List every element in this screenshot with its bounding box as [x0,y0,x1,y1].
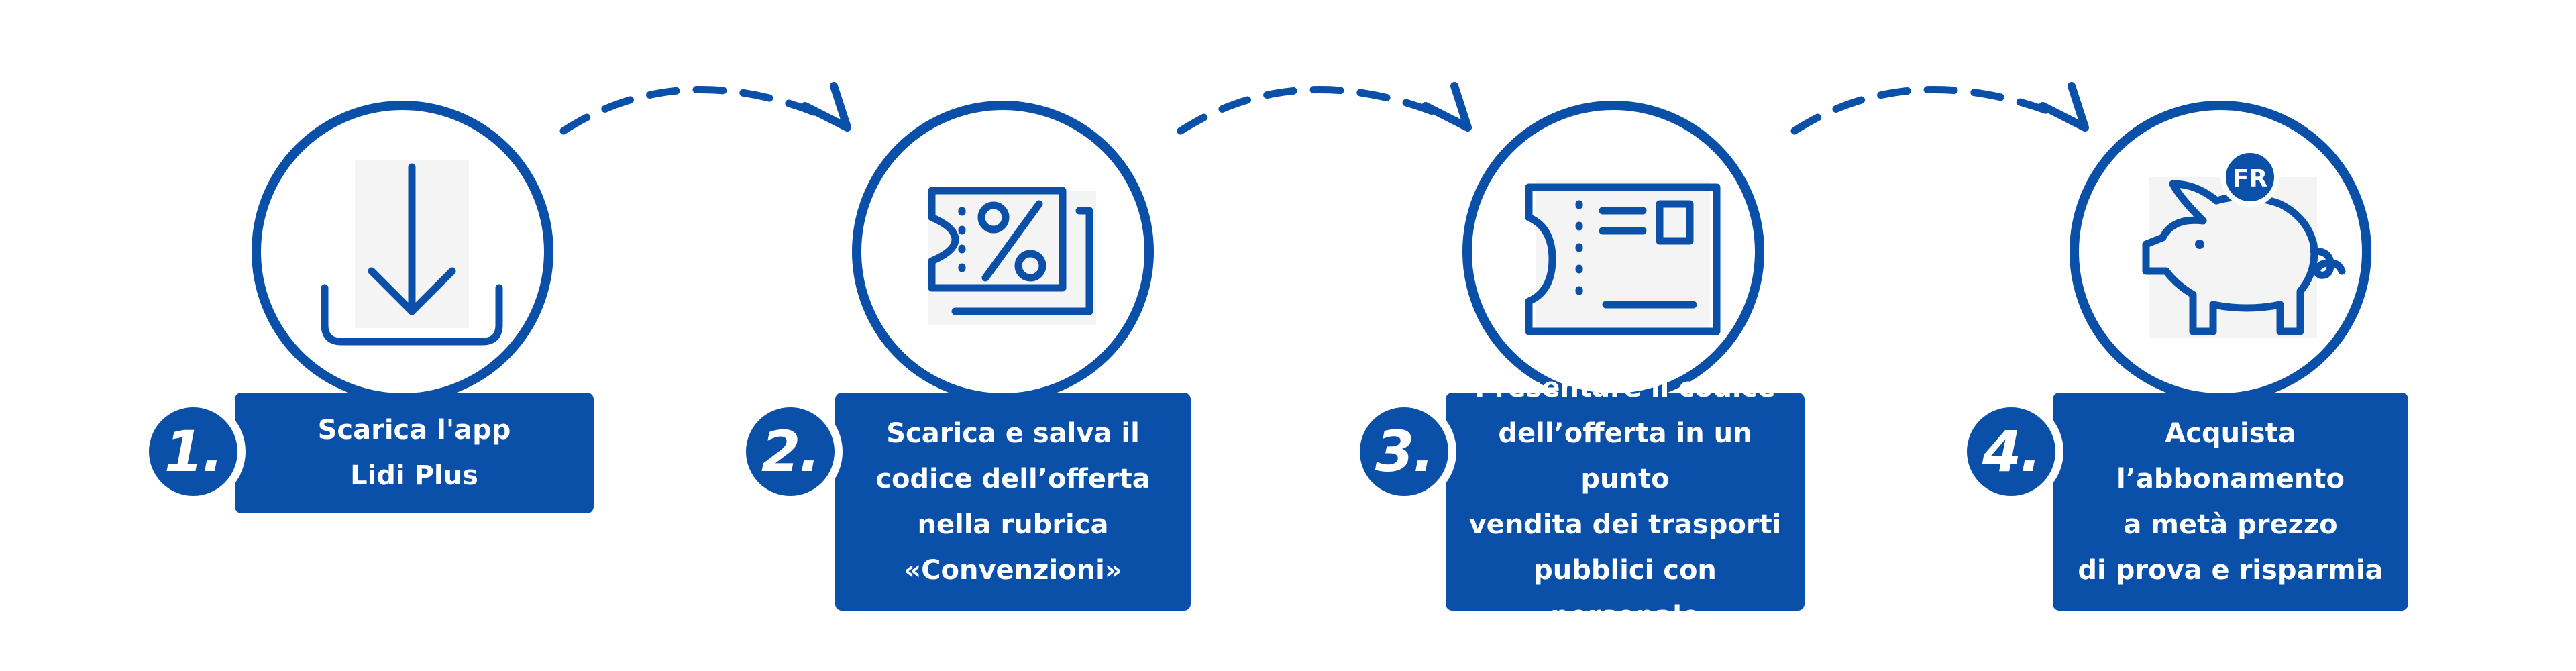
step-3-number: 3. [1375,419,1434,484]
step-4-number-badge: 4. [1959,399,2063,504]
step-1-text: Scarica l'app Lidi Plus [317,415,511,491]
step-1-label-box: Scarica l'app Lidi Plus [235,393,594,513]
step-3-text: Presentare il codice dell’offerta in un … [1468,372,1782,631]
download-icon [321,160,503,346]
step-4-number: 4. [1982,419,2041,484]
step-2-label-box: Scarica e salva il codice dell’offerta n… [835,393,1191,611]
arrowhead-1 [801,82,851,132]
step-3-label-box: Presentare il codice dell’offerta in un … [1446,372,1805,631]
step-4-text: Acquista l’abbonamento a metà prezzo di … [2078,417,2383,586]
arrow-connector-2 [1177,86,1460,135]
step-4-circle: FR [2070,101,2371,403]
step-2-text: Scarica e salva il codice dell’offerta n… [875,417,1150,586]
step-1-circle [252,101,553,403]
step-2-number-badge: 2. [738,399,843,504]
step-1-number-badge: 1. [141,399,246,504]
arrowhead-2 [1421,82,1472,132]
step-1-number: 1. [164,419,223,484]
piggy-bank-icon: FR [2142,148,2346,338]
arrowhead-3 [2039,82,2089,132]
coupon-percent-icon [928,187,1096,325]
step-2-number: 2. [761,419,820,484]
step-2-circle [852,101,1154,403]
coin-label: FR [2233,165,2267,193]
step-4-label-box: Acquista l’abbonamento a metà prezzo di … [2053,393,2408,611]
step-3-number-badge: 3. [1352,399,1456,504]
step-3-circle [1462,101,1764,403]
arrow-connector-1 [559,86,839,135]
arrow-connector-3 [1790,86,2077,135]
coin-icon [2220,148,2279,207]
ticket-icon [1525,180,1721,336]
